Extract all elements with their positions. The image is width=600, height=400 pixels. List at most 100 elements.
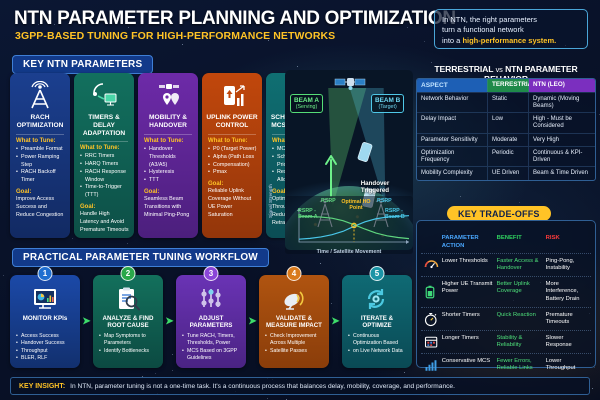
comparison-row: Network BehaviorStaticDynamic (Moving Be… bbox=[417, 93, 595, 113]
tune-item: RRC Timers bbox=[80, 153, 130, 161]
workflow-step-item: MCS Based on 3GPP Guidelines bbox=[182, 348, 242, 363]
stopwatch-icon bbox=[421, 312, 442, 327]
comparison-header-row: ASPECTTERRESTRIALNTN (LEO) bbox=[417, 79, 595, 93]
workflow-step-4[interactable]: 4VALIDATE & MEASURE IMPACTCheck Improvem… bbox=[259, 268, 329, 368]
comparison-cell-aspect: Mobility Complexity bbox=[417, 167, 487, 180]
chart-x-axis-label: Time / Satellite Movement bbox=[285, 249, 413, 255]
signal-bars-icon bbox=[421, 358, 442, 373]
workflow-step-title: VALIDATE & MEASURE IMPACT bbox=[263, 315, 325, 330]
beam-a-name: BEAM A bbox=[294, 97, 319, 105]
chart-annotation-rsrp-beam-a: RSRP - Beam A bbox=[298, 208, 324, 220]
callout-line-2: turn a functional network bbox=[442, 25, 580, 35]
chart-annotation-optimal-ho-point: Optimal HO Point bbox=[339, 199, 373, 211]
comparison-cell-aspect: Delay Impact bbox=[417, 113, 487, 132]
tune-item: RACH Backoff Timer bbox=[16, 169, 66, 185]
calendar-icon bbox=[421, 335, 442, 350]
chart-y-axis-label: Signal Strength bbox=[268, 180, 273, 218]
divider bbox=[80, 141, 128, 142]
tradeoff-action: Shorter Timers bbox=[442, 312, 497, 327]
clipboard-search-icon bbox=[97, 285, 159, 313]
tradeoff-action: Conservative MCS bbox=[442, 358, 497, 373]
workflow-step-5[interactable]: 5ITERATE & OPTIMIZEContinuous Optimizati… bbox=[342, 268, 412, 368]
workflow-step-1[interactable]: 1MONITOR KPIsAccess SuccessHandover Succ… bbox=[10, 268, 80, 368]
parameter-card-1[interactable]: RACH OPTIMIZATIONWhat to Tune:Preamble F… bbox=[10, 73, 70, 238]
tradeoff-row: Shorter TimersQuick ReactionPremature Ti… bbox=[421, 307, 591, 330]
tradeoff-row: Higher UE Transmit PowerBetter Uplink Co… bbox=[421, 276, 591, 307]
workflow-step-item: Identify Bottlenecks bbox=[99, 348, 159, 355]
what-to-tune-label: What to Tune: bbox=[144, 138, 194, 144]
section-pill-workflow: PRACTICAL PARAMETER TUNING WORKFLOW bbox=[12, 248, 269, 267]
comparison-col-terrestrial: TERRESTRIAL bbox=[487, 79, 529, 92]
tradeoff-risk: More Interference, Battery Drain bbox=[546, 281, 591, 304]
tune-item: HARQ Timers bbox=[80, 161, 130, 169]
workflow-step-list: Tune RACH, Timers, Thresholds, PowerMCS … bbox=[182, 333, 242, 363]
beam-b-role: (Target) bbox=[375, 104, 400, 110]
sliders-icon bbox=[180, 285, 242, 313]
tradeoffs-rows: Lower ThresholdsFaster Access & Handover… bbox=[421, 253, 591, 376]
parameter-card-3[interactable]: MOBILITY & HANDOVERWhat to Tune:Handover… bbox=[138, 73, 198, 238]
tradeoff-risk: Lower Throughput bbox=[546, 358, 591, 373]
tune-item: Preamble Format bbox=[16, 146, 66, 154]
workflow-step-item: Throughput bbox=[16, 348, 76, 355]
tradeoff-benefit: Stability & Reliability bbox=[497, 335, 546, 350]
tradeoffs-header-icon-spacer bbox=[421, 235, 442, 250]
chart-annotation-rsrp-beam-b: RSRP - Beam B bbox=[385, 208, 411, 220]
tradeoff-benefit: Faster Access & Handover bbox=[497, 258, 546, 273]
handover-line-1: Handover bbox=[361, 180, 390, 187]
tradeoff-action: Lower Thresholds bbox=[442, 258, 497, 273]
workflow-step-list: Continuous Optimization Basedon Live Net… bbox=[348, 333, 408, 355]
tune-item: Pmax bbox=[208, 169, 258, 177]
tradeoffs-col-risk: RISK bbox=[546, 235, 591, 250]
tradeoffs-panel: PARAMETER ACTION BENEFIT RISK Lower Thre… bbox=[416, 220, 596, 368]
parameter-cards-row: RACH OPTIMIZATION What to Tune: Preamble F… bbox=[10, 73, 326, 238]
key-insight-bar: KEY INSIGHT: In NTN, parameter tuning is… bbox=[10, 377, 590, 395]
callout-line-3-highlight: high-performance system. bbox=[462, 36, 556, 45]
what-to-tune-list: Preamble FormatPower Ramping StepRACH Ba… bbox=[16, 146, 66, 185]
tune-item: Compensation) bbox=[208, 162, 258, 170]
handover-arrow-icon bbox=[321, 150, 341, 198]
workflow-step-number: 1 bbox=[38, 266, 53, 281]
beam-a-role: (Serving) bbox=[294, 104, 319, 110]
page-subtitle: 3GPP-BASED TUNING FOR HIGH-PERFORMANCE N… bbox=[15, 30, 335, 42]
chart-annotation-rsrp-a-top: RSRP bbox=[321, 198, 336, 204]
tradeoffs-col-action-line2: ACTION bbox=[442, 243, 465, 249]
tradeoff-benefit: Better Uplink Coverage bbox=[497, 281, 546, 304]
parameter-card-title: MOBILITY & HANDOVER bbox=[142, 114, 194, 131]
comparison-cell-ntn: Continuous & KPI-Driven bbox=[529, 147, 595, 166]
uplink-power-phone-icon bbox=[206, 77, 258, 113]
header-callout: In NTN, the right parameters turn a func… bbox=[434, 9, 588, 49]
tradeoff-risk: Premature Timeouts bbox=[546, 312, 591, 327]
workflow-step-3[interactable]: 3ADJUST PARAMETERSTune RACH, Timers, Thr… bbox=[176, 268, 246, 368]
parameter-card-2[interactable]: TIMERS & DELAY ADAPTATIONWhat to Tune:RR… bbox=[74, 73, 134, 238]
comparison-cell-aspect: Optimization Frequency bbox=[417, 147, 487, 166]
callout-line-3: into a high-performance system. bbox=[442, 36, 580, 46]
divider bbox=[144, 134, 192, 135]
comparison-col-ntn: NTN (LEO) bbox=[529, 79, 595, 92]
key-insight-text: In NTN, parameter tuning is not a one-ti… bbox=[70, 383, 455, 390]
comparison-cell-ntn: Beam & Time Driven bbox=[529, 167, 595, 180]
handover-triggered-label: Handover Triggered bbox=[345, 180, 405, 195]
tradeoff-risk: Slower Response bbox=[546, 335, 591, 350]
divider bbox=[208, 134, 256, 135]
comparison-title-vs: vs bbox=[496, 65, 503, 74]
comparison-col-aspect: ASPECT bbox=[417, 79, 487, 92]
comparison-row: Mobility ComplexityUE DrivenBeam & Time … bbox=[417, 167, 595, 180]
workflow-step-number: 5 bbox=[370, 266, 385, 281]
page-title: NTN PARAMETER PLANNING AND OPTIMIZATION bbox=[14, 8, 456, 30]
workflow-step-2[interactable]: 2ANALYZE & FIND ROOT CAUSEMap Symptoms t… bbox=[93, 268, 163, 368]
workflow-step-item: Handover Success bbox=[16, 340, 76, 347]
workflow-step-list: Map Symptoms to ParametersIdentify Bottl… bbox=[99, 333, 159, 355]
tune-item: Hysteresis bbox=[144, 169, 194, 177]
what-to-tune-label: What to Tune: bbox=[208, 138, 258, 144]
parameter-card-4[interactable]: UPLINK POWER CONTROLWhat to Tune:P0 (Tar… bbox=[202, 73, 262, 238]
handover-line-2: Triggered bbox=[361, 187, 389, 194]
parameter-card-title: RACH OPTIMIZATION bbox=[14, 114, 66, 131]
workflow-step-item: Satellite Passes bbox=[265, 348, 325, 355]
comparison-table: ASPECTTERRESTRIALNTN (LEO)Network Behavi… bbox=[416, 78, 596, 181]
tune-item: RACH Response Window bbox=[80, 169, 130, 185]
workflow-step-title: ANALYZE & FIND ROOT CAUSE bbox=[97, 315, 159, 330]
workflow-step-item: Continuous Optimization Based bbox=[348, 333, 408, 348]
goal-label: Goal: bbox=[144, 189, 194, 195]
workflow-arrow-icon: ➤ bbox=[329, 275, 342, 368]
